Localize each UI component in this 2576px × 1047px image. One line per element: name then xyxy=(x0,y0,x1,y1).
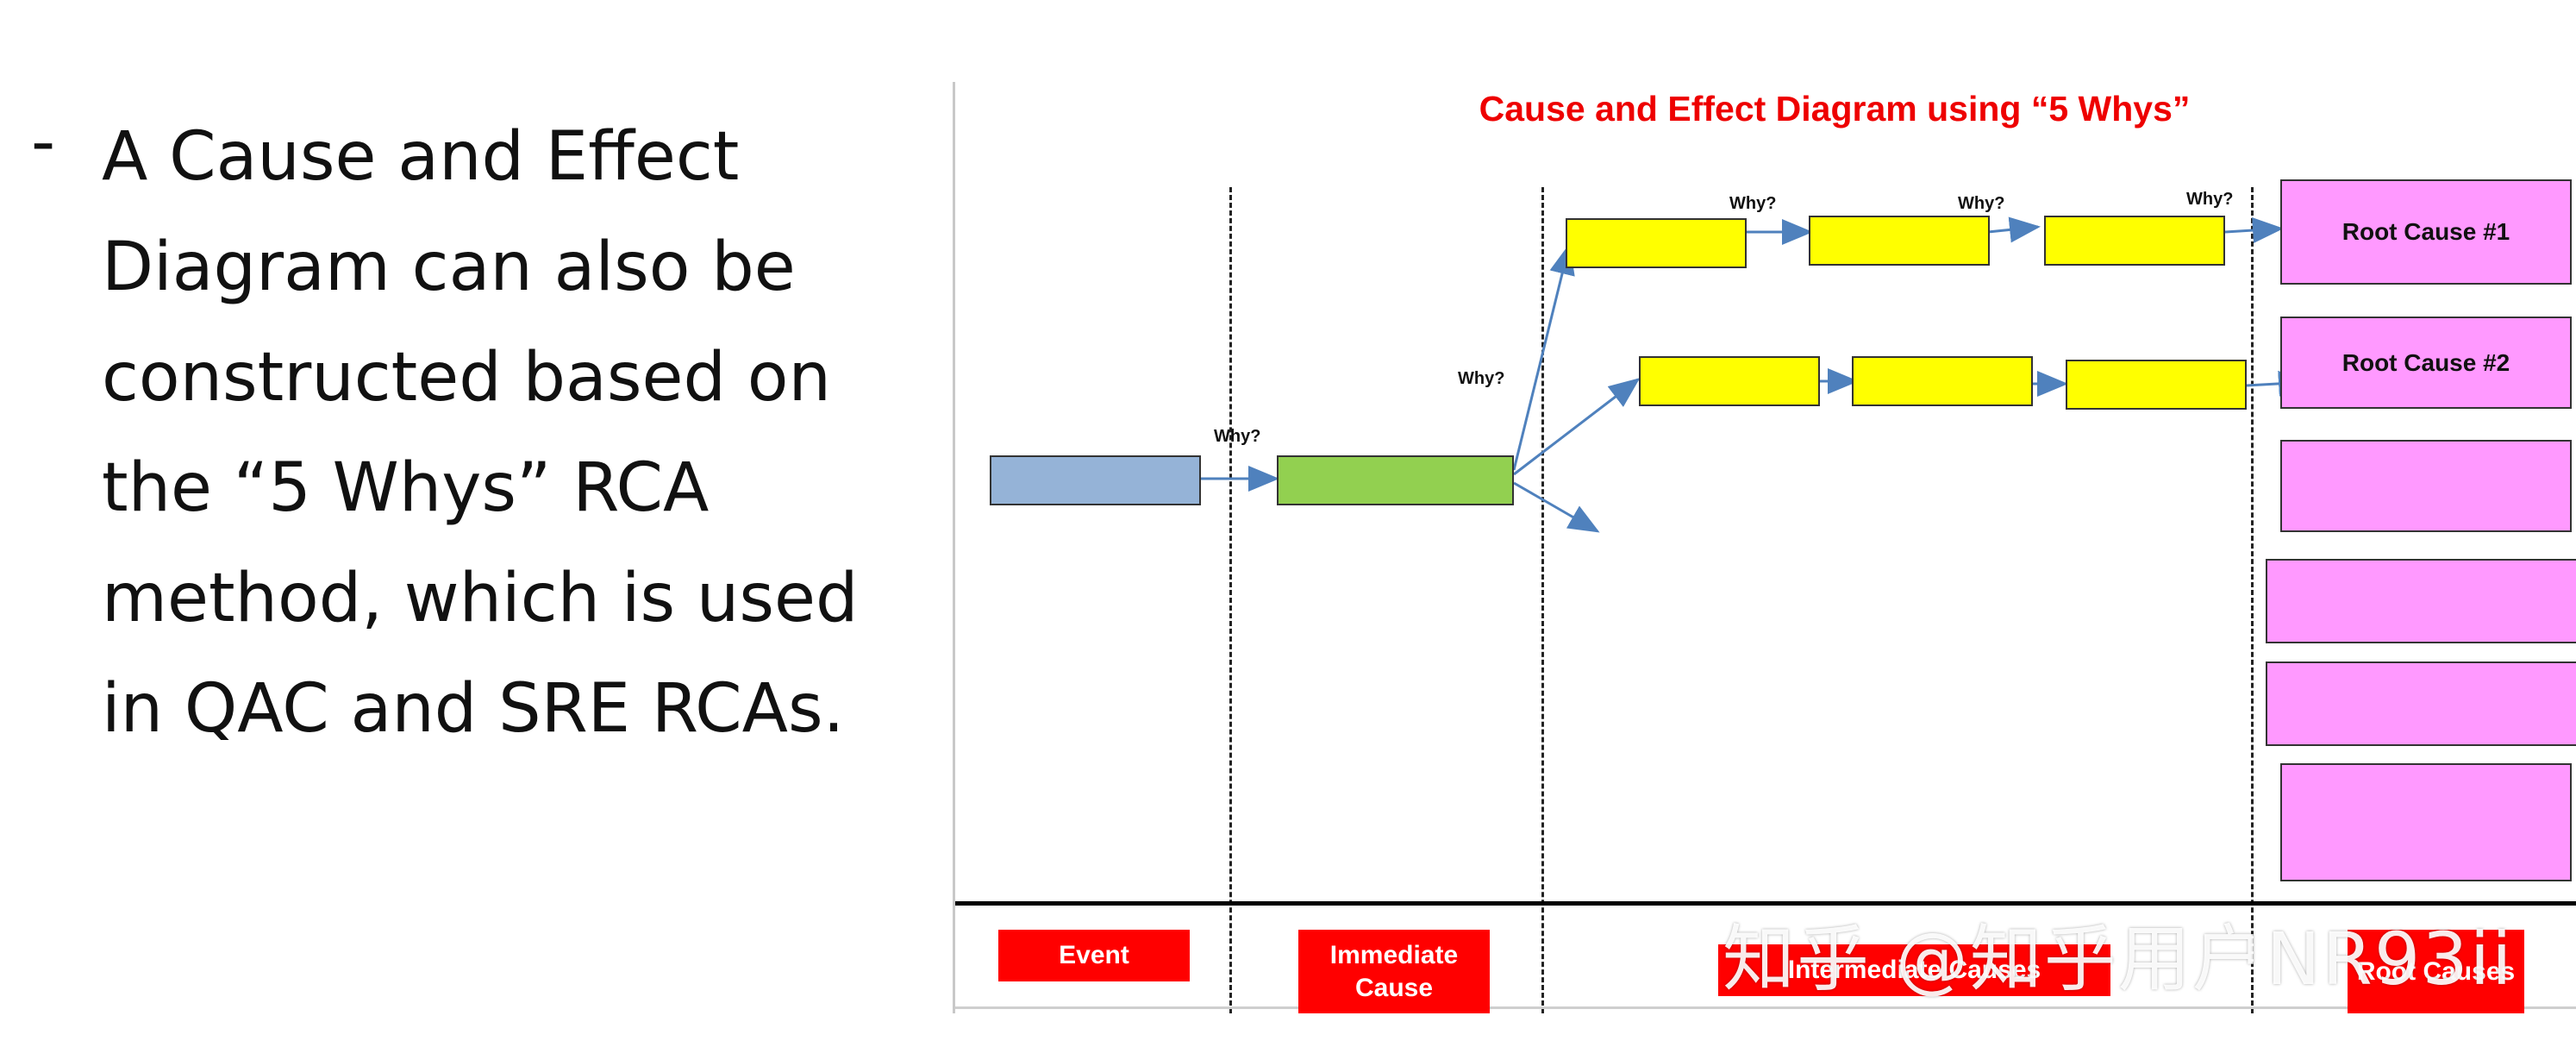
root-cause-box-2: Root Cause #2 xyxy=(2280,317,2572,409)
arrow-immediate-to-mid xyxy=(1513,378,1641,476)
stage-label-immediate: Immediate Cause xyxy=(1298,930,1490,1013)
intermediate-cause-box xyxy=(1566,218,1747,268)
stage-label-event: Event xyxy=(998,930,1190,981)
intermediate-cause-box xyxy=(2066,360,2247,410)
arrow-top-2-3 xyxy=(1987,216,2041,243)
stage-label-root: Root Causes xyxy=(2348,930,2524,1013)
arrow-layer xyxy=(1201,216,2310,533)
bullet-line: constructed based on xyxy=(102,339,831,417)
intermediate-cause-box xyxy=(1639,356,1820,406)
bullet-line: in QAC and SRE RCAs. xyxy=(102,670,845,748)
why-label: Why? xyxy=(1958,194,2005,213)
bullet-dash: - xyxy=(31,103,56,181)
event-box xyxy=(990,455,1201,505)
five-whys-diagram: Cause and Effect Diagram using “5 Whys” … xyxy=(953,82,2576,1013)
root-cause-box-empty xyxy=(2280,763,2572,881)
root-cause-box-empty xyxy=(2280,440,2572,532)
stage-divider-intermediate xyxy=(2251,187,2254,1013)
bullet-line: method, which is used xyxy=(102,560,859,637)
bottom-rule xyxy=(955,1006,2576,1009)
root-cause-box-empty xyxy=(2266,559,2576,643)
intermediate-cause-box xyxy=(1809,216,1990,266)
bullet-line: Diagram can also be xyxy=(102,229,796,306)
root-cause-box-1: Root Cause #1 xyxy=(2280,179,2572,285)
why-label: Why? xyxy=(1214,427,1261,446)
stage-divider-event xyxy=(1229,187,1232,1013)
bullet-line: A Cause and Effect xyxy=(102,118,740,196)
immediate-cause-box xyxy=(1277,455,1514,505)
arrow-immediate-to-top xyxy=(1512,243,1575,471)
why-label: Why? xyxy=(2186,190,2234,209)
why-label: Why? xyxy=(1729,194,1777,213)
root-cause-box-empty xyxy=(2266,661,2576,746)
baseline-rule xyxy=(955,901,2576,906)
why-label: Why? xyxy=(1458,369,1505,388)
bullet-line: the “5 Whys” RCA xyxy=(102,449,710,527)
stage-label-intermediate: Intermediate Causes xyxy=(1718,944,2110,996)
arrow-top-3-root xyxy=(2224,217,2284,243)
bullet-paragraph: A Cause and Effect Diagram can also be c… xyxy=(102,102,929,764)
intermediate-cause-box xyxy=(2044,216,2225,266)
diagram-title: Cause and Effect Diagram using “5 Whys” xyxy=(1479,89,2191,129)
watermark: 知乎 @知乎用户NR93ii xyxy=(1723,917,2514,1001)
stage-divider-immediate xyxy=(1541,187,1544,1013)
intermediate-cause-box xyxy=(1852,356,2033,406)
arrow-immediate-to-low xyxy=(1513,481,1600,533)
